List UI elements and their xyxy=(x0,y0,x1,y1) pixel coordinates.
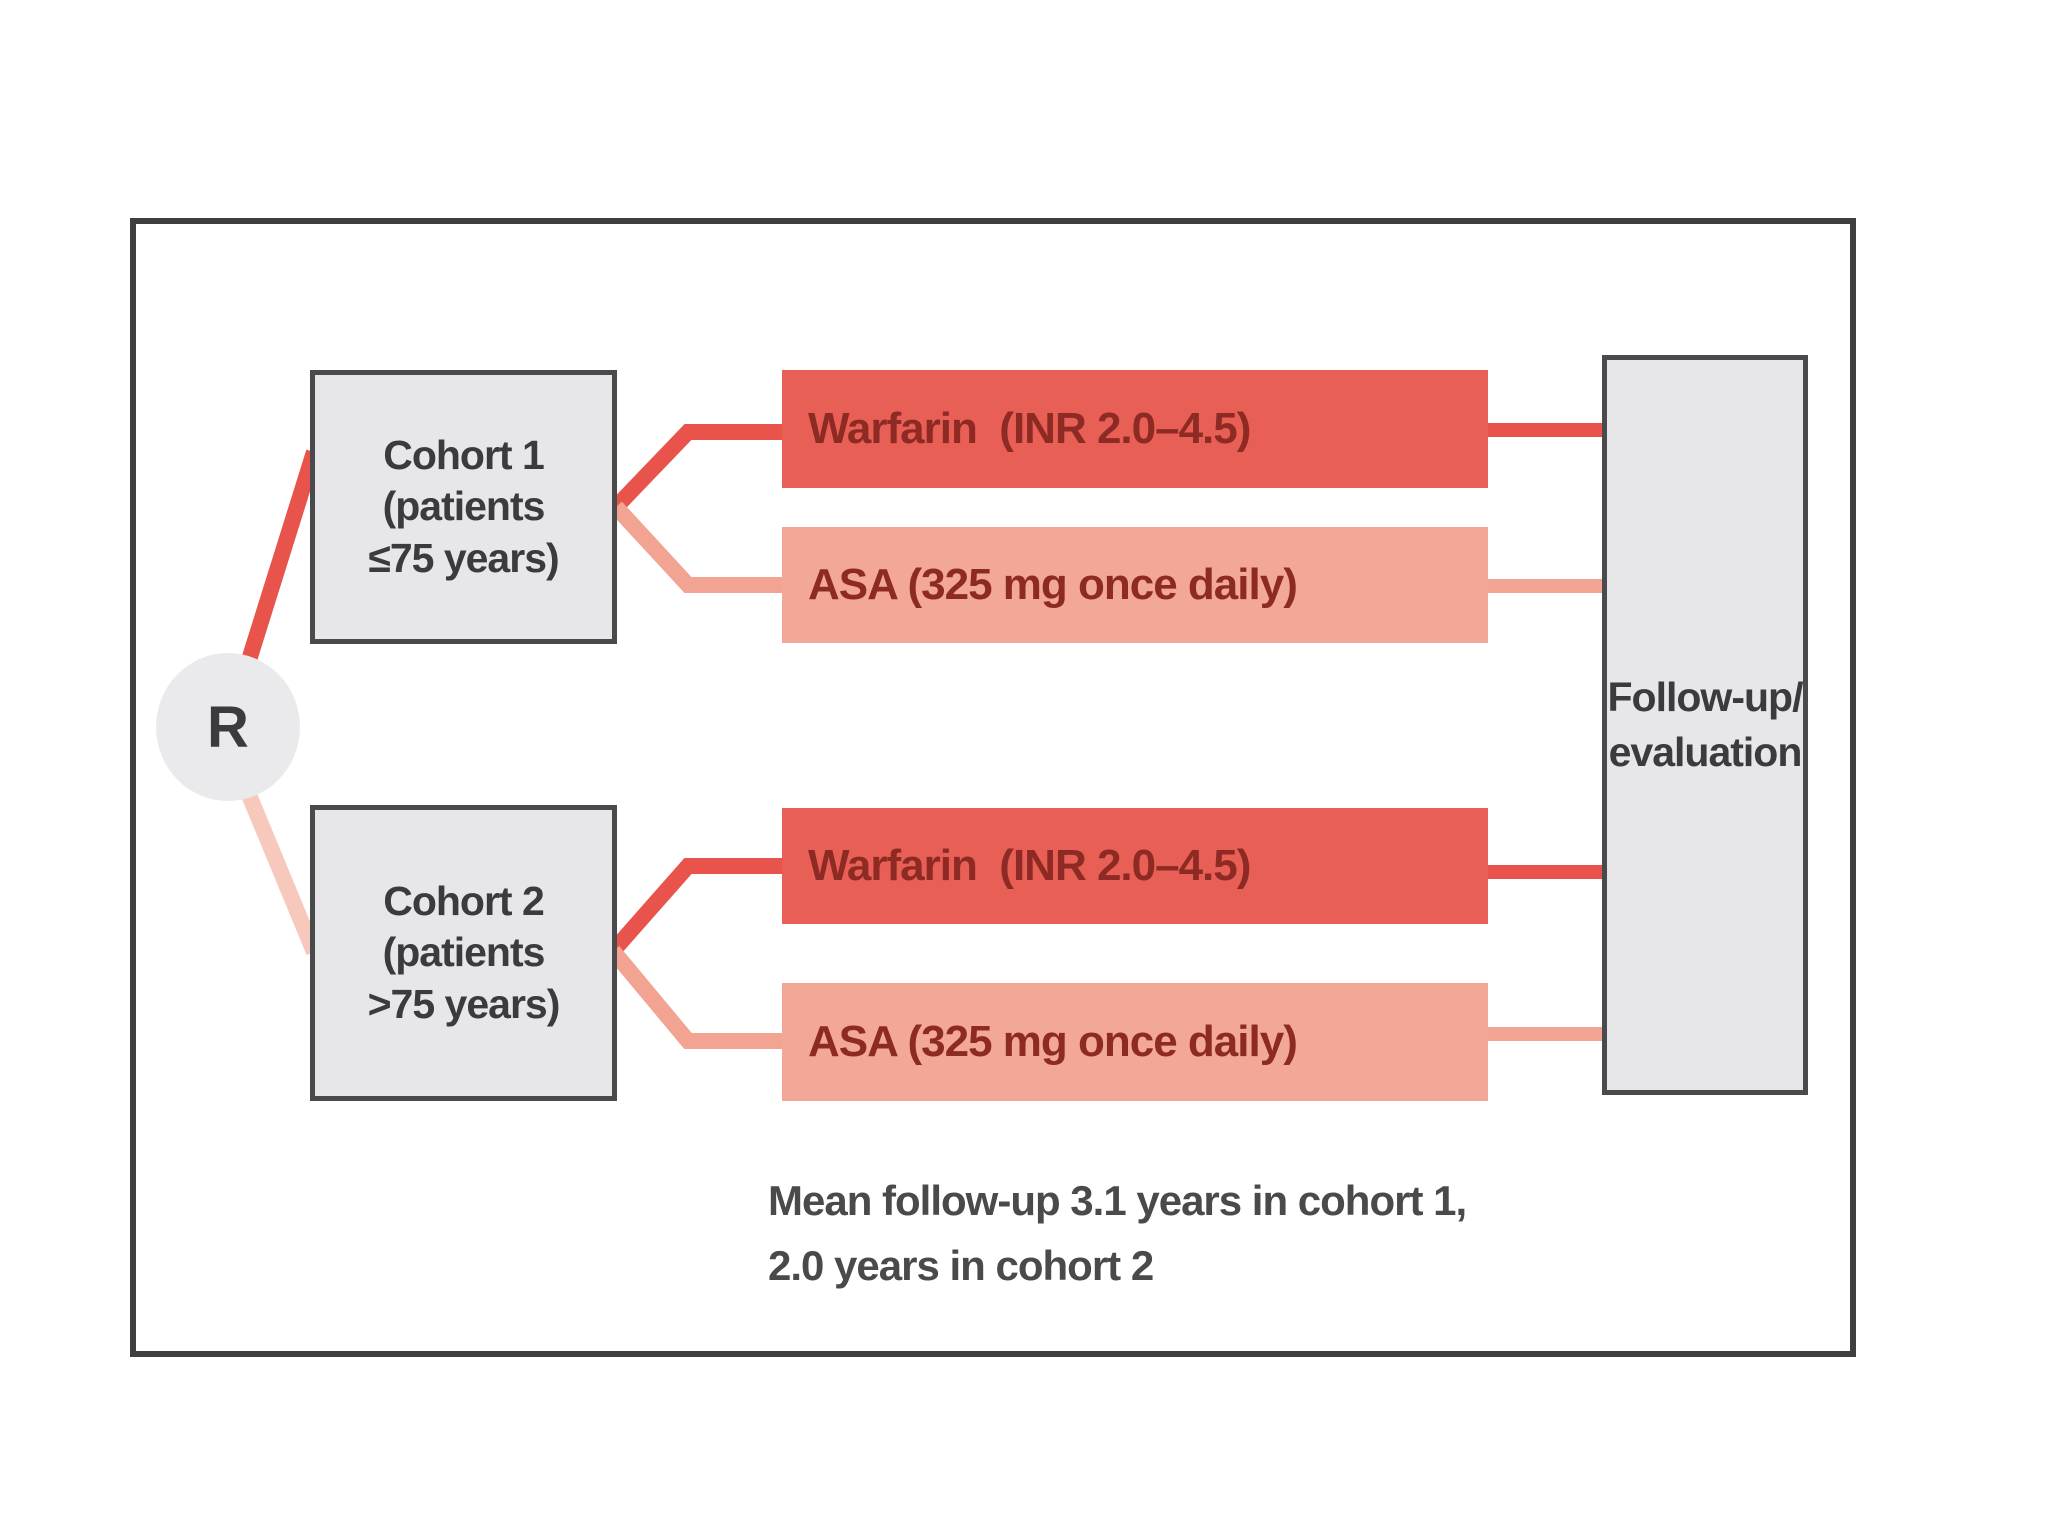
caption-line2: 2.0 years in cohort 2 xyxy=(768,1242,1154,1290)
cohort1-line2: (patients xyxy=(382,483,546,530)
cohort2-line2: (patients xyxy=(382,929,546,976)
cohort2-box: Cohort 2 (patients >75 years) xyxy=(310,805,617,1101)
cohort2-warfarin-bar: Warfarin (INR 2.0–4.5) xyxy=(782,808,1488,924)
cohort1-line3: ≤75 years) xyxy=(368,534,559,581)
cohort1-asa-bar: ASA (325 mg once daily) xyxy=(782,527,1488,643)
followup-box: Follow-up/ evaluation xyxy=(1602,355,1808,1095)
followup-line2: evaluation xyxy=(1608,729,1803,775)
figure-frame xyxy=(130,218,1856,1357)
cohort2-title: Cohort 2 xyxy=(383,878,545,925)
connector-cohort2-asa xyxy=(606,945,800,1049)
cohort2-asa-bar: ASA (325 mg once daily) xyxy=(782,983,1488,1101)
cohort1-asa-label: ASA (325 mg once daily) xyxy=(808,560,1298,609)
figure-caption: Mean follow-up 3.1 years in cohort 1, 2.… xyxy=(768,1168,1467,1298)
cohort2-asa-label: ASA (325 mg once daily) xyxy=(808,1017,1298,1066)
connector-r-to-cohort1 xyxy=(236,449,322,679)
connector-cohort1-warfarin xyxy=(610,424,800,513)
connector-r-to-cohort2 xyxy=(234,774,322,956)
cohort1-warfarin-label: Warfarin (INR 2.0–4.5) xyxy=(808,404,1251,453)
cohort2-line3: >75 years) xyxy=(367,980,561,1027)
randomization-node: R xyxy=(156,653,300,801)
caption-line1: Mean follow-up 3.1 years in cohort 1, xyxy=(768,1177,1467,1224)
connector-cohort2-warfarin xyxy=(607,858,800,957)
cohort1-title: Cohort 1 xyxy=(383,432,545,479)
followup-line1: Follow-up/ xyxy=(1607,673,1804,720)
cohort2-warfarin-label: Warfarin (INR 2.0–4.5) xyxy=(808,841,1251,890)
randomization-label: R xyxy=(207,694,249,760)
cohort1-warfarin-bar: Warfarin (INR 2.0–4.5) xyxy=(782,370,1488,488)
connector-cohort1-asa xyxy=(610,501,800,593)
cohort1-box: Cohort 1 (patients ≤75 years) xyxy=(310,370,617,644)
